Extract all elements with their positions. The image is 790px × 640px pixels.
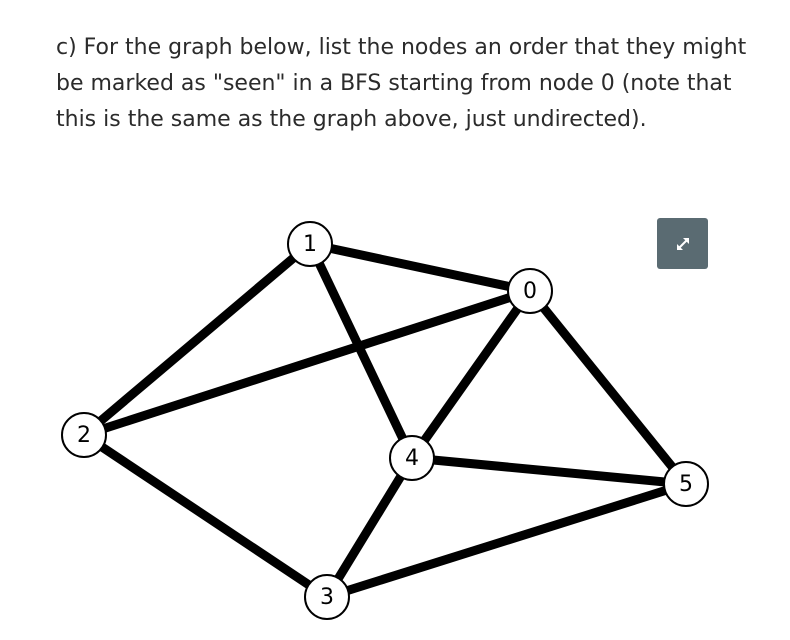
node-label: 4 xyxy=(405,446,419,471)
node-3: 3 xyxy=(304,574,350,620)
edge-4-5 xyxy=(411,453,687,489)
graph-nodes: 0 1 2 3 4 5 xyxy=(61,221,709,620)
node-circle xyxy=(507,268,553,314)
node-label: 5 xyxy=(679,472,693,497)
node-circle xyxy=(663,461,709,507)
node-circle xyxy=(304,574,350,620)
node-circle xyxy=(287,221,333,267)
edge-0-2 xyxy=(82,286,532,440)
node-1: 1 xyxy=(287,221,333,267)
node-circle xyxy=(389,435,435,481)
edge-1-2 xyxy=(81,240,313,439)
node-label: 1 xyxy=(303,232,317,257)
node-0: 0 xyxy=(507,268,553,314)
node-circle xyxy=(61,412,107,458)
edge-0-4 xyxy=(408,288,534,461)
node-5: 5 xyxy=(663,461,709,507)
edge-4-3 xyxy=(323,455,416,600)
question-text: c) For the graph below, list the nodes a… xyxy=(56,35,747,132)
expand-arrows-icon xyxy=(672,233,694,255)
edge-0-5 xyxy=(526,288,690,487)
node-label: 3 xyxy=(320,585,334,610)
edge-1-4 xyxy=(305,242,417,460)
node-label: 2 xyxy=(77,423,91,448)
expand-image-button[interactable] xyxy=(657,218,708,269)
edge-1-0 xyxy=(309,239,531,296)
edge-2-3 xyxy=(81,431,330,601)
node-4: 4 xyxy=(389,435,435,481)
node-2: 2 xyxy=(61,412,107,458)
edge-3-5 xyxy=(325,479,688,602)
graph-edges xyxy=(81,239,690,602)
node-label: 0 xyxy=(523,279,537,304)
